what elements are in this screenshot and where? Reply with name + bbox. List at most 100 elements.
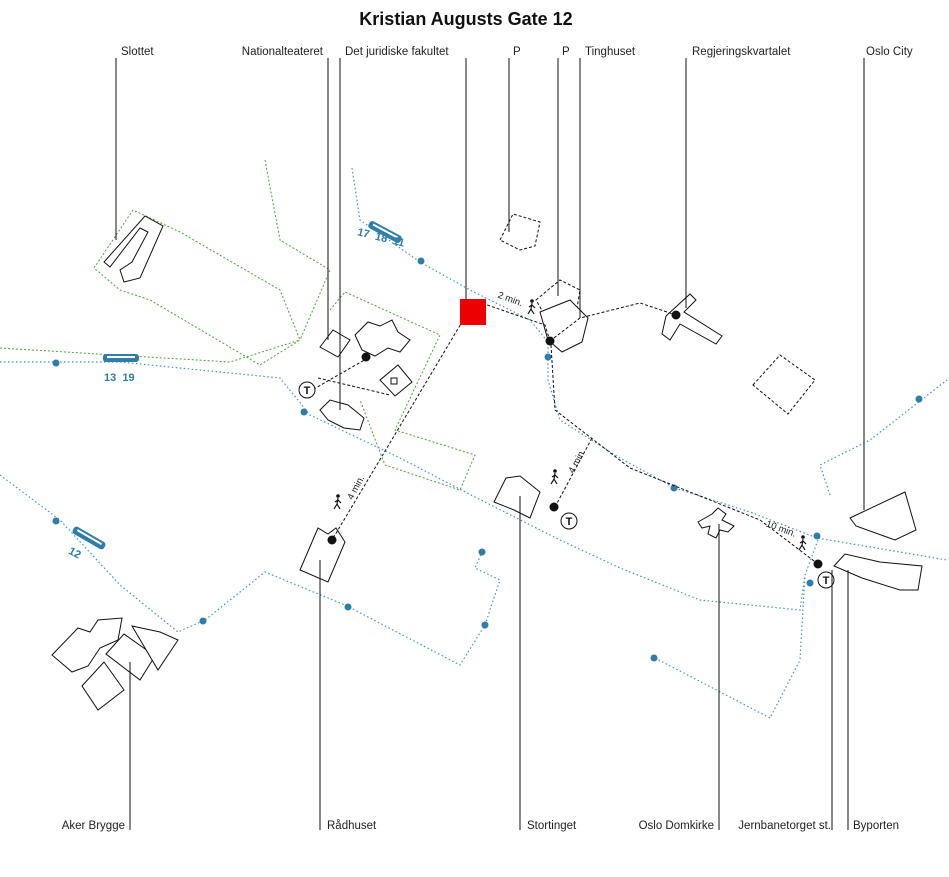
tram-stop	[199, 617, 207, 625]
label-tinghuset: Tinghuset	[585, 46, 636, 58]
walk-label-jernbanetorget: 10 min.	[764, 519, 807, 551]
label-nationalteateret: Nationalteateret	[242, 46, 324, 58]
map-title: Kristian Augusts Gate 12	[359, 9, 572, 29]
walk-label-radhuset: 4 min.	[333, 474, 367, 510]
tram-stop	[544, 353, 552, 361]
walk-to-radhuset	[331, 311, 469, 541]
tram-stop	[481, 621, 489, 629]
label-jernbanetorget: Jernbanetorget st.	[738, 820, 831, 832]
building-domkirke	[697, 507, 735, 539]
building-slottet	[103, 215, 164, 283]
pedestrian-icon	[550, 469, 559, 485]
metro-icon	[298, 381, 316, 399]
building-oslocity	[849, 491, 917, 541]
building-byporten	[833, 553, 923, 591]
tram-stop	[417, 257, 425, 265]
building-detail	[390, 377, 398, 385]
poi-jernbanetorget	[813, 559, 823, 569]
label-byporten: Byporten	[853, 820, 899, 832]
building-regjeringskvartalet	[661, 293, 723, 345]
walk-to-tinghuset	[472, 299, 551, 342]
tram-line-c: 12	[66, 526, 106, 562]
walk-to-stortinget	[554, 437, 593, 508]
tram-stop	[650, 654, 658, 662]
tram-route-b	[0, 361, 819, 611]
label-akerbrygge: Aker Brygge	[62, 820, 125, 832]
label-radhuset: Rådhuset	[327, 820, 377, 832]
tram-stop	[915, 395, 923, 403]
leader-lines-bottom	[129, 496, 849, 830]
labels-top: Slottet Nationalteateret Det juridiske f…	[121, 46, 913, 58]
buildings	[51, 213, 923, 711]
tram-routes	[0, 167, 948, 719]
poi-stortinget	[549, 502, 559, 512]
tram-stops	[52, 257, 923, 662]
leader-lines-top	[115, 58, 865, 510]
pedestrian-icon	[527, 299, 536, 315]
tram-icon	[72, 526, 106, 550]
walk-nationalteateret-east	[317, 377, 391, 396]
park-path-north	[264, 159, 331, 341]
park-slottsparken	[93, 209, 301, 366]
tram-stop	[813, 532, 821, 540]
walk-time: 10 min.	[764, 519, 797, 540]
building-parking1	[499, 213, 541, 251]
metro-symbol: T	[566, 516, 573, 528]
pedestrian-icon	[798, 535, 807, 551]
building-dashed-block	[752, 354, 816, 415]
pedestrian-icon	[333, 494, 342, 510]
metro-symbol: T	[304, 385, 311, 397]
tram-icon	[103, 354, 139, 362]
label-parking1: P	[513, 46, 521, 58]
tram-stop	[344, 603, 352, 611]
tram-line-a: 17 18 11	[356, 221, 406, 250]
park-west	[0, 339, 301, 363]
park-areas	[0, 159, 476, 491]
tram-numbers: 12	[66, 545, 82, 561]
walk-to-jernbanetorget	[550, 344, 819, 565]
poi-radhuset	[327, 535, 337, 545]
tram-route-e	[654, 574, 806, 719]
metro-stortinget: T	[560, 512, 578, 530]
tram-route-c	[0, 474, 501, 666]
building-juridiske	[354, 319, 411, 357]
poi-points	[327, 310, 823, 569]
tram-numbers: 13 19	[104, 372, 135, 384]
label-juridiske: Det juridiske fakultet	[345, 46, 449, 58]
poi-tinghuset	[545, 336, 555, 346]
building-juridiske-annex	[379, 364, 413, 397]
park-university	[329, 291, 476, 491]
poi-juridiske	[361, 352, 371, 362]
poi-regjeringskvartalet	[671, 310, 681, 320]
tram-route-d	[819, 379, 948, 496]
walk-label-stortinget: 4 min.	[550, 447, 588, 485]
tram-route-a	[351, 167, 948, 561]
label-slottet: Slottet	[121, 46, 154, 58]
building-nationalteater-theatre	[319, 399, 365, 431]
building-aker-brygge-4	[130, 625, 179, 671]
metro-icon	[817, 571, 835, 589]
metro-jernbanetorget: T	[817, 571, 835, 589]
label-regjeringskvartalet: Regjeringskvartalet	[692, 46, 791, 58]
label-domkirke: Oslo Domkirke	[639, 820, 714, 832]
labels-bottom: Aker Brygge Rådhuset Stortinget Oslo Dom…	[62, 820, 899, 832]
metro-symbol: T	[823, 575, 830, 587]
walk-time: 2 min.	[496, 290, 524, 309]
building-aker-brygge-2	[81, 661, 125, 711]
walk-time: 4 min.	[345, 474, 367, 502]
tram-stop	[300, 408, 308, 416]
building-nationalteateret	[319, 329, 351, 358]
tram-stop	[670, 484, 678, 492]
tram-icon	[368, 221, 402, 243]
walk-time: 4 min.	[566, 447, 588, 475]
tram-line-b: 13 19	[103, 354, 139, 384]
label-parking2: P	[562, 46, 570, 58]
tram-stop	[52, 517, 60, 525]
label-stortinget: Stortinget	[527, 820, 577, 832]
building-radhuset	[299, 527, 346, 583]
building-stortinget	[493, 475, 541, 519]
destination-marker[interactable]	[460, 299, 486, 325]
tram-stop	[52, 359, 60, 367]
tram-stop	[806, 579, 814, 587]
